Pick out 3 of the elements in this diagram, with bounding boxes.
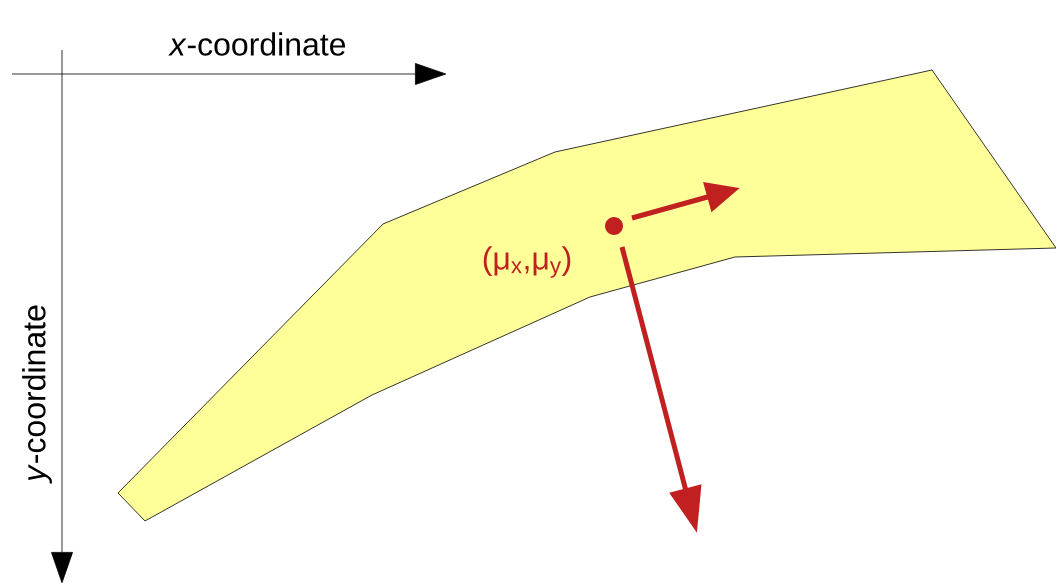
coordinate-label: (μ$_{x}$,μ$_{y}$) [483, 246, 571, 278]
axis-label: y-coordinate [22, 305, 52, 484]
axis-label: x-coordinate [168, 32, 346, 56]
